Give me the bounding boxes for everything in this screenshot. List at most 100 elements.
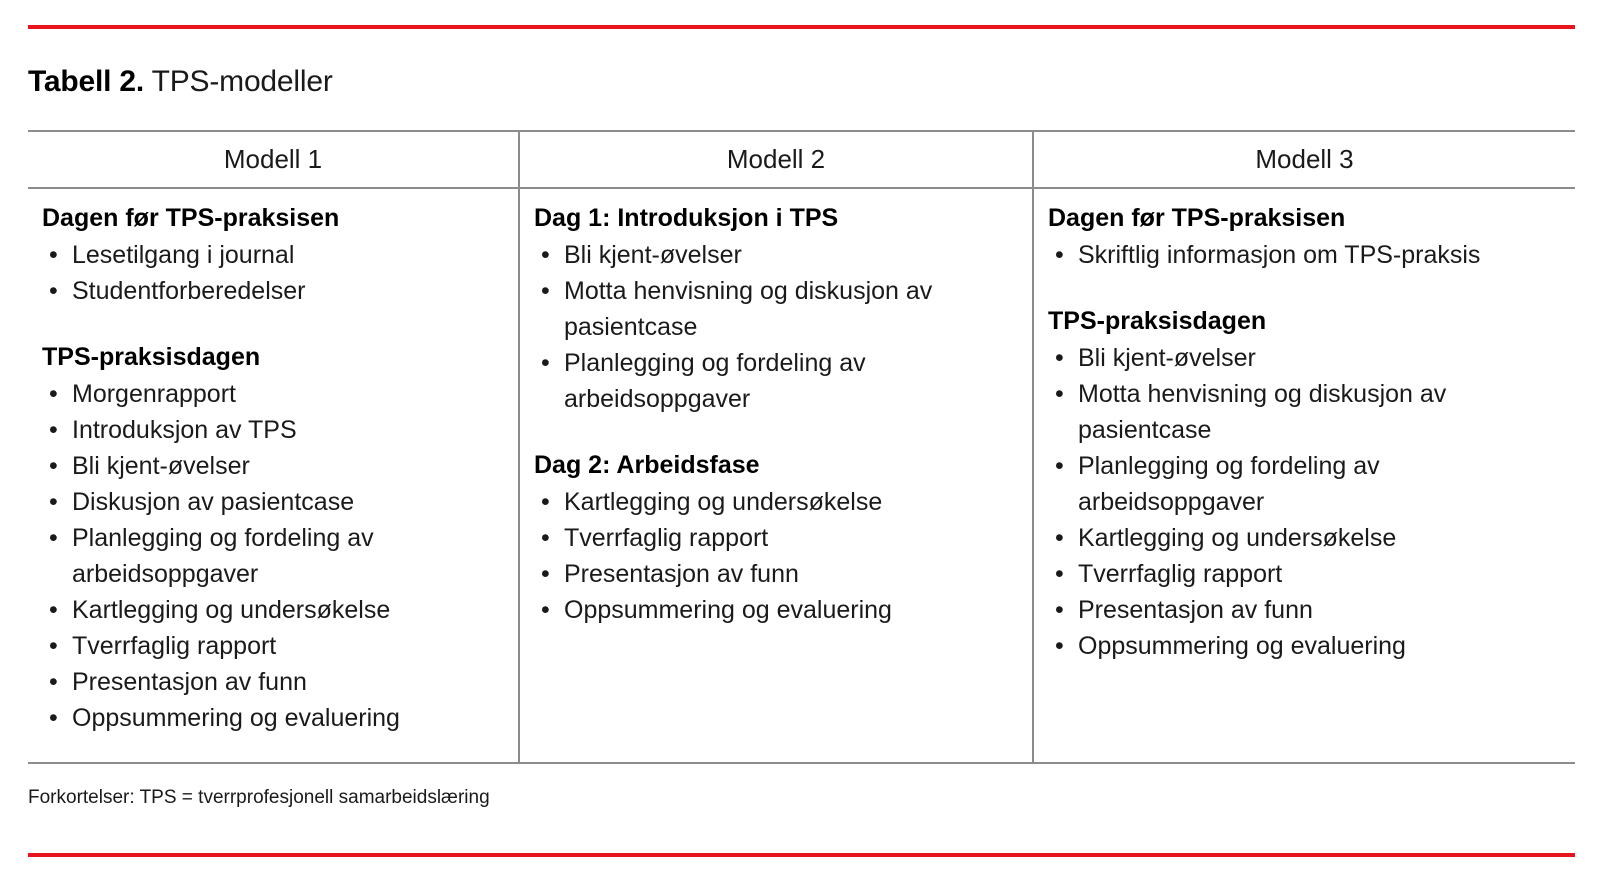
list-item-label: Introduksjon av TPS [72,416,297,444]
list-item-label: Tverrfaglig rapport [1078,560,1283,588]
bullet-icon: • [1055,632,1064,660]
list-item: • Lesetilgang i journal [42,237,504,273]
list-item-label: Oppsummering og evaluering [564,596,892,624]
list-item: • Presentasjon av funn [534,556,1018,592]
list-item: •Morgenrapport [42,376,504,412]
list-item: • Kartlegging og undersøkelse [42,592,504,628]
table-footnote: Forkortelser: TPS = tverrprofesjonell sa… [28,787,490,808]
list-item: • Studentforberedelser [42,273,504,309]
content-block: Dag 1: Introduksjon i TPS • Bli kjent-øvel… [534,202,1018,417]
bullet-icon: • [1055,241,1064,269]
bottom-red-rule [28,853,1575,857]
list-item: •Bli kjent-øvelser [42,448,504,484]
bullet-icon: • [49,277,58,305]
block-heading: TPS-praksisdagen [42,343,261,371]
table-header: Modell 1 Modell 2 Modell 3 [28,130,1575,189]
column-header-modell-3: Modell 3 [1032,130,1575,189]
list-item: •Motta henvisning og diskusjon av pasien… [534,273,1018,345]
bullet-icon: • [49,632,58,660]
content-block: Dag 2: Arbeidsfase • Kartlegging og unders… [534,449,1018,628]
list-item-label: Skriftlig informasjon om TPS-praksis [1078,241,1481,269]
list-item-label: Morgenrapport [72,380,236,408]
list-item-label: Kartlegging og undersøkelse [72,596,391,624]
bullet-icon: • [49,241,58,269]
content-block: TPS-praksisdagen • Bli kjent-øvelser • Motta… [1048,305,1561,664]
bullet-icon: • [541,488,550,516]
list-item: • Oppsummering og evaluering [1048,628,1561,664]
caption-title: TPS-modeller [151,65,333,98]
table-body: Dagen før TPS-praksisen • Lesetilgang i jo… [28,188,1575,764]
list-item: •Presentasjon av funn [1048,592,1561,628]
list-item-label: Bli kjent-øvelser [72,452,250,480]
list-item: • Tverrfaglig rapport [42,628,504,664]
list-item: • Tverrfaglig rapport [1048,556,1561,592]
table-row: Dagen før TPS-praksisen • Lesetilgang i jo… [28,188,1575,764]
content-block: Dagen før TPS-praksisen • Lesetilgang i jo… [42,202,504,309]
list-item: • Planlegging og fordeling av arbeidsoppg… [534,345,1018,417]
bullet-icon: • [541,241,550,269]
bullet-icon: • [49,416,58,444]
bullet-list: •Kartlegging og undersøkelse•Tverrfaglig… [534,484,1018,628]
list-item-label: Motta henvisning og diskusjon av pasient… [564,277,933,341]
list-item: • Planlegging og fordeling av arbeidsoppg… [1048,448,1561,520]
list-item-label: Lesetilgang i journal [72,241,295,269]
bullet-list: •Morgenrapport•Introduksjon av TPS•Bli k… [42,376,504,736]
list-item-label: Bli kjent-øvelser [1078,344,1256,372]
list-item-label: Tverrfaglig rapport [564,524,769,552]
bullet-icon: • [1055,524,1064,552]
bullet-icon: • [1055,380,1064,408]
list-item-label: Motta henvisning og diskusjon av pasient… [1078,380,1447,444]
list-item-label: Planlegging og fordeling av arbeidsoppga… [1078,452,1380,516]
bullet-icon: • [541,596,550,624]
list-item: • Introduksjon av TPS [42,412,504,448]
list-item: • Kartlegging og undersøkelse [534,484,1018,520]
bullet-icon: • [541,349,550,377]
table-cell-modell-2: Dag 1: Introduksjon i TPS • Bli kjent-øvel… [518,188,1033,764]
bullet-list: •Bli kjent-øvelser•Motta henvisning og d… [534,237,1018,417]
bullet-icon: • [49,596,58,624]
bullet-icon: • [1055,596,1064,624]
list-item: •Oppsummering og evaluering [42,700,504,736]
list-item-label: Oppsummering og evaluering [1078,632,1406,660]
caption-label: Tabell 2. [28,65,145,98]
bullet-icon: • [49,668,58,696]
block-heading: Dag 1: Introduksjon i TPS [534,204,839,232]
list-item-label: Studentforberedelser [72,277,306,305]
column-header-modell-1: Modell 1 [28,130,519,189]
tps-models-table: Modell 1 Modell 2 Modell 3 Dagen før TPS… [28,130,1575,764]
list-item: • Kartlegging og undersøkelse [1048,520,1561,556]
list-item-label: Kartlegging og undersøkelse [564,488,883,516]
top-red-rule [28,25,1575,29]
bullet-icon: • [1055,344,1064,372]
list-item-label: Kartlegging og undersøkelse [1078,524,1397,552]
list-item: • Skriftlig informasjon om TPS-praksis [1048,237,1561,273]
bullet-icon: • [1055,560,1064,588]
table-cell-modell-1: Dagen før TPS-praksisen • Lesetilgang i jo… [28,188,519,764]
list-item-label: Presentasjon av funn [564,560,799,588]
list-item: • Oppsummering og evaluering [534,592,1018,628]
list-item-label: Diskusjon av pasientcase [72,488,355,516]
list-item-label: Planlegging og fordeling av arbeidsoppga… [72,524,374,588]
list-item: •Diskusjon av pasientcase [42,484,504,520]
block-heading: Dagen før TPS-praksisen [42,204,340,232]
bullet-icon: • [49,524,58,552]
list-item-label: Bli kjent-øvelser [564,241,742,269]
block-heading: TPS-praksisdagen [1048,307,1267,335]
list-item: • Bli kjent-øvelser [534,237,1018,273]
list-item: • Planlegging og fordeling av arbeidsoppg… [42,520,504,592]
table-caption: Tabell 2. TPS-modeller [28,62,333,102]
list-item-label: Oppsummering og evaluering [72,704,400,732]
block-heading: Dag 2: Arbeidsfase [534,451,760,479]
list-item-label: Planlegging og fordeling av arbeidsoppga… [564,349,866,413]
block-heading: Dagen før TPS-praksisen [1048,204,1346,232]
list-item: • Bli kjent-øvelser [1048,340,1561,376]
column-header-modell-2: Modell 2 [518,130,1033,189]
bullet-list: • Bli kjent-øvelser • Motta henvisning og d… [1048,340,1561,664]
bullet-icon: • [541,560,550,588]
table-cell-modell-3: Dagen før TPS-praksisen • Skriftlig inform… [1032,188,1575,764]
list-item-label: Tverrfaglig rapport [72,632,277,660]
bullet-icon: • [1055,452,1064,480]
content-block: TPS-praksisdagen•Morgenrapport•Introduks… [42,341,504,736]
list-item: •Tverrfaglig rapport [534,520,1018,556]
